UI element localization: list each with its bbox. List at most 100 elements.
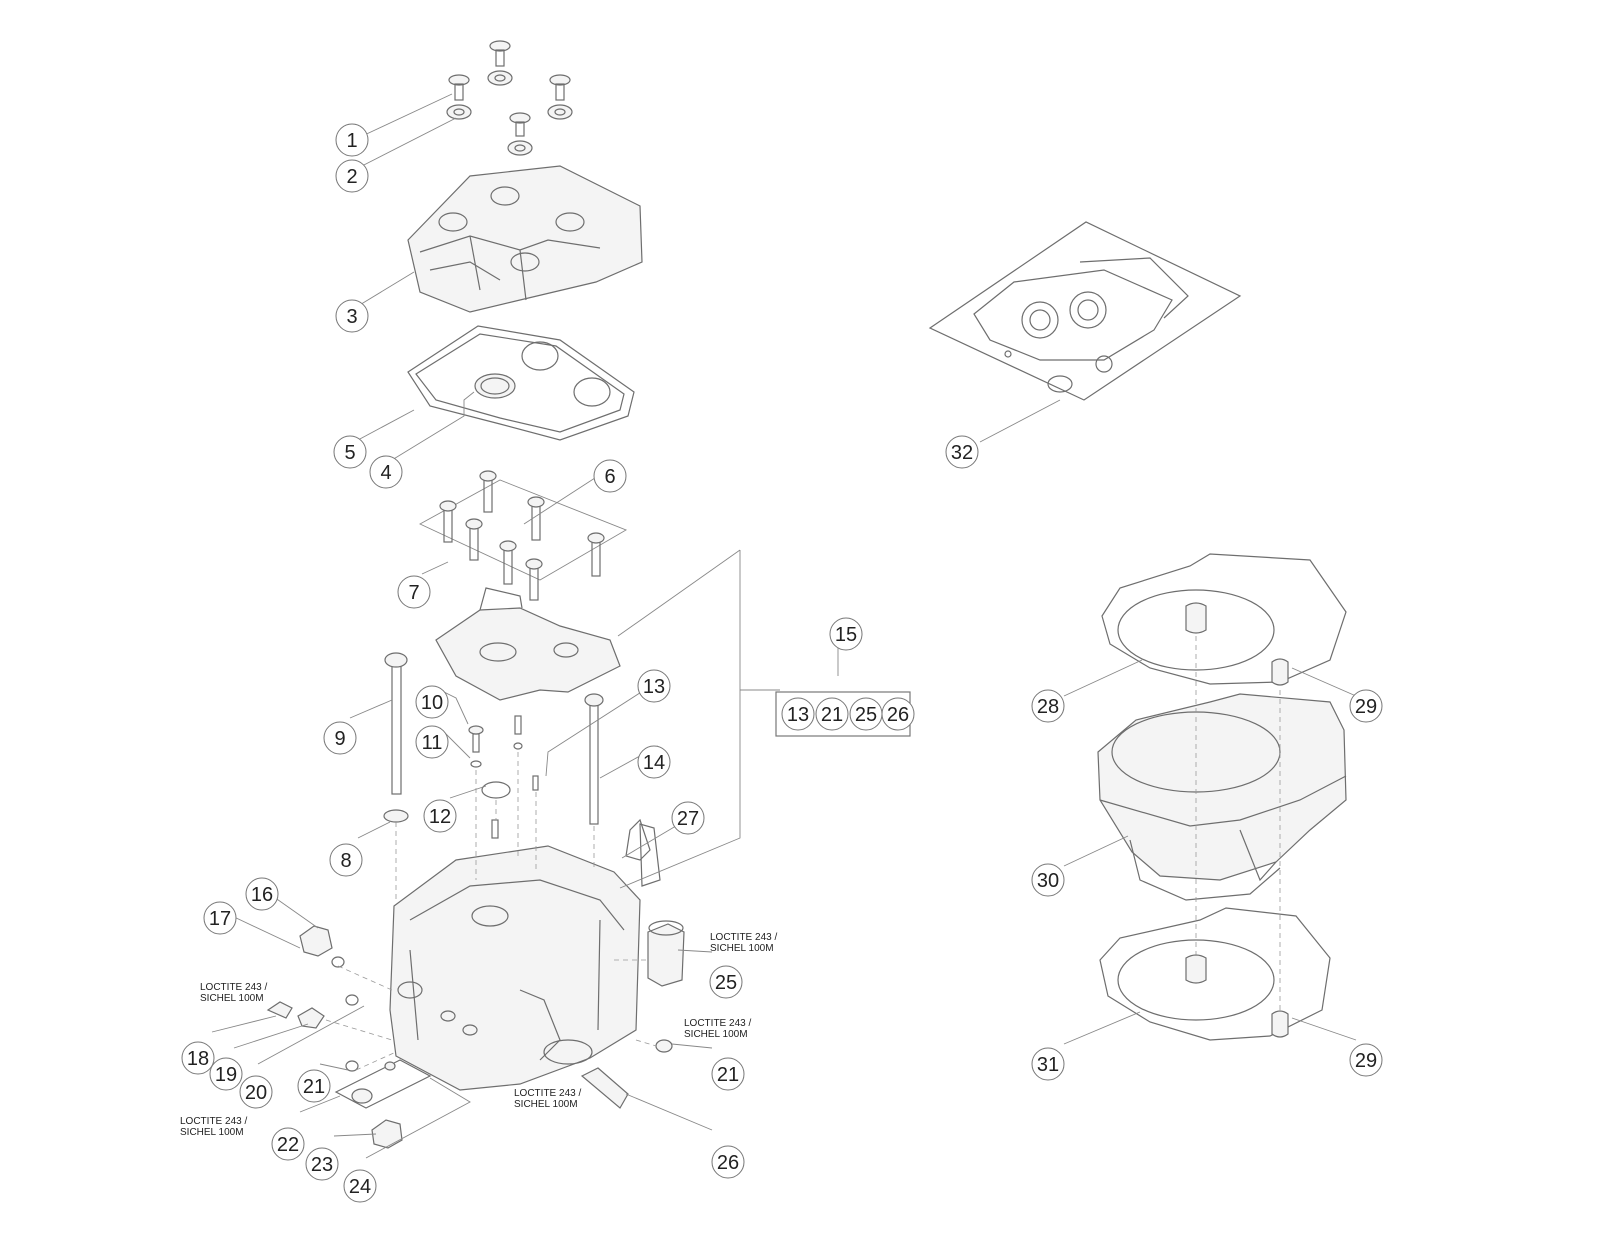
callout-19-label: 19 — [215, 1064, 237, 1086]
callout-12-label: 12 — [429, 806, 451, 828]
callout-23: 23 — [305, 1147, 339, 1181]
callout-13: 13 — [637, 669, 671, 703]
callout-13-label: 13 — [643, 676, 665, 698]
callout-10: 10 — [415, 685, 449, 719]
cover-gasket — [407, 325, 635, 441]
note-1-line-2: SICHEL 100M — [710, 943, 774, 954]
callout-18-label: 18 — [187, 1048, 209, 1070]
note-5-line-1: LOCTITE 243 / — [180, 1116, 247, 1127]
valve-cover — [407, 165, 643, 313]
callout-11: 11 — [415, 725, 449, 759]
callout-29-bottom-label: 29 — [1355, 1050, 1377, 1072]
cylinder-assembly — [1063, 553, 1357, 1045]
note-1-line-1: LOCTITE 243 / — [710, 932, 777, 943]
callout-25: 25 — [709, 965, 743, 999]
note-4-line-2: SICHEL 100M — [514, 1099, 578, 1110]
callout-15-label: 15 — [835, 624, 857, 646]
callout-21-right-label: 21 — [717, 1064, 739, 1086]
callout-21-left-label: 21 — [303, 1076, 325, 1098]
note-2-line-2: SICHEL 100M — [200, 993, 264, 1004]
note-3-line-2: SICHEL 100M — [684, 1029, 748, 1040]
callouts: 1 2 3 5 4 6 7 9 10 11 12 13 14 15 8 27 1… — [181, 123, 1383, 1203]
callout-4-label: 4 — [380, 462, 391, 484]
side-fittings — [266, 823, 685, 1149]
callout-23-label: 23 — [311, 1154, 333, 1176]
threadlocker-notes: LOCTITE 243 / SICHEL 100M LOCTITE 243 / … — [180, 932, 777, 1138]
note-4-line-1: LOCTITE 243 / — [514, 1088, 581, 1099]
callout-27-label: 27 — [677, 808, 699, 830]
kit-item-21: 21 — [815, 697, 849, 731]
callout-14: 14 — [637, 745, 671, 779]
callout-7: 7 — [397, 575, 431, 609]
kit-item-13-label: 13 — [787, 704, 809, 726]
note-5-line-2: SICHEL 100M — [180, 1127, 244, 1138]
callout-21-right: 21 — [711, 1057, 745, 1091]
callout-32-label: 32 — [951, 442, 973, 464]
callout-24-label: 24 — [349, 1176, 371, 1198]
callout-22-label: 22 — [277, 1134, 299, 1156]
callout-5-label: 5 — [344, 442, 355, 464]
callout-8-label: 8 — [340, 850, 351, 872]
callout-24: 24 — [343, 1169, 377, 1203]
callout-6: 6 — [593, 459, 627, 493]
callout-29-bottom: 29 — [1349, 1043, 1383, 1077]
callout-29-top-label: 29 — [1355, 696, 1377, 718]
leader-lines — [211, 93, 839, 1159]
callout-28-label: 28 — [1037, 696, 1059, 718]
note-3-line-1: LOCTITE 243 / — [684, 1018, 751, 1029]
callout-6-label: 6 — [604, 466, 615, 488]
callout-5: 5 — [333, 435, 367, 469]
callout-32: 32 — [945, 435, 979, 469]
callout-2-label: 2 — [346, 166, 357, 188]
callout-15: 15 — [829, 617, 863, 651]
callout-10-label: 10 — [421, 692, 443, 714]
kit-item-13: 13 — [781, 697, 815, 731]
callout-1: 1 — [335, 123, 369, 157]
callout-21-left: 21 — [297, 1069, 331, 1103]
callout-3: 3 — [335, 299, 369, 333]
kit-item-25: 25 — [849, 697, 883, 731]
callout-12: 12 — [423, 799, 457, 833]
callout-19: 19 — [209, 1057, 243, 1091]
cover-screws — [446, 40, 573, 156]
callout-25-label: 25 — [715, 972, 737, 994]
cylinder-head-assembly — [211, 40, 911, 1159]
callout-9: 9 — [323, 721, 357, 755]
callout-29-top: 29 — [1349, 689, 1383, 723]
callout-17: 17 — [203, 901, 237, 935]
callout-2: 2 — [335, 159, 369, 193]
callout-20-label: 20 — [245, 1082, 267, 1104]
kit-item-25-label: 25 — [855, 704, 877, 726]
callout-30-label: 30 — [1037, 870, 1059, 892]
kit-item-26-label: 26 — [887, 704, 909, 726]
gasket-set — [928, 221, 1242, 443]
callout-1-label: 1 — [346, 130, 357, 152]
callout-16: 16 — [245, 877, 279, 911]
callout-4: 4 — [369, 455, 403, 489]
cylinder-head — [389, 845, 641, 1091]
callout-20: 20 — [239, 1075, 273, 1109]
kit-item-26: 26 — [881, 697, 915, 731]
callout-7-label: 7 — [408, 582, 419, 604]
callout-31-label: 31 — [1037, 1054, 1059, 1076]
callout-11-label: 11 — [422, 732, 443, 754]
callout-28: 28 — [1031, 689, 1065, 723]
callout-8: 8 — [329, 843, 363, 877]
callout-17-label: 17 — [209, 908, 231, 930]
callout-22: 22 — [271, 1127, 305, 1161]
callout-14-label: 14 — [643, 752, 665, 774]
camshaft-bolts — [419, 470, 628, 601]
camshaft-bridge — [435, 587, 621, 701]
kit-item-21-label: 21 — [821, 704, 843, 726]
callout-30: 30 — [1031, 863, 1065, 897]
callout-31: 31 — [1031, 1047, 1065, 1081]
callout-9-label: 9 — [334, 728, 345, 750]
callout-26-label: 26 — [717, 1152, 739, 1174]
note-2-line-1: LOCTITE 243 / — [200, 982, 267, 993]
callout-18: 18 — [181, 1041, 215, 1075]
callout-3-label: 3 — [346, 306, 357, 328]
callout-16-label: 16 — [251, 884, 273, 906]
small-pins — [468, 715, 651, 861]
callout-27: 27 — [671, 801, 705, 835]
